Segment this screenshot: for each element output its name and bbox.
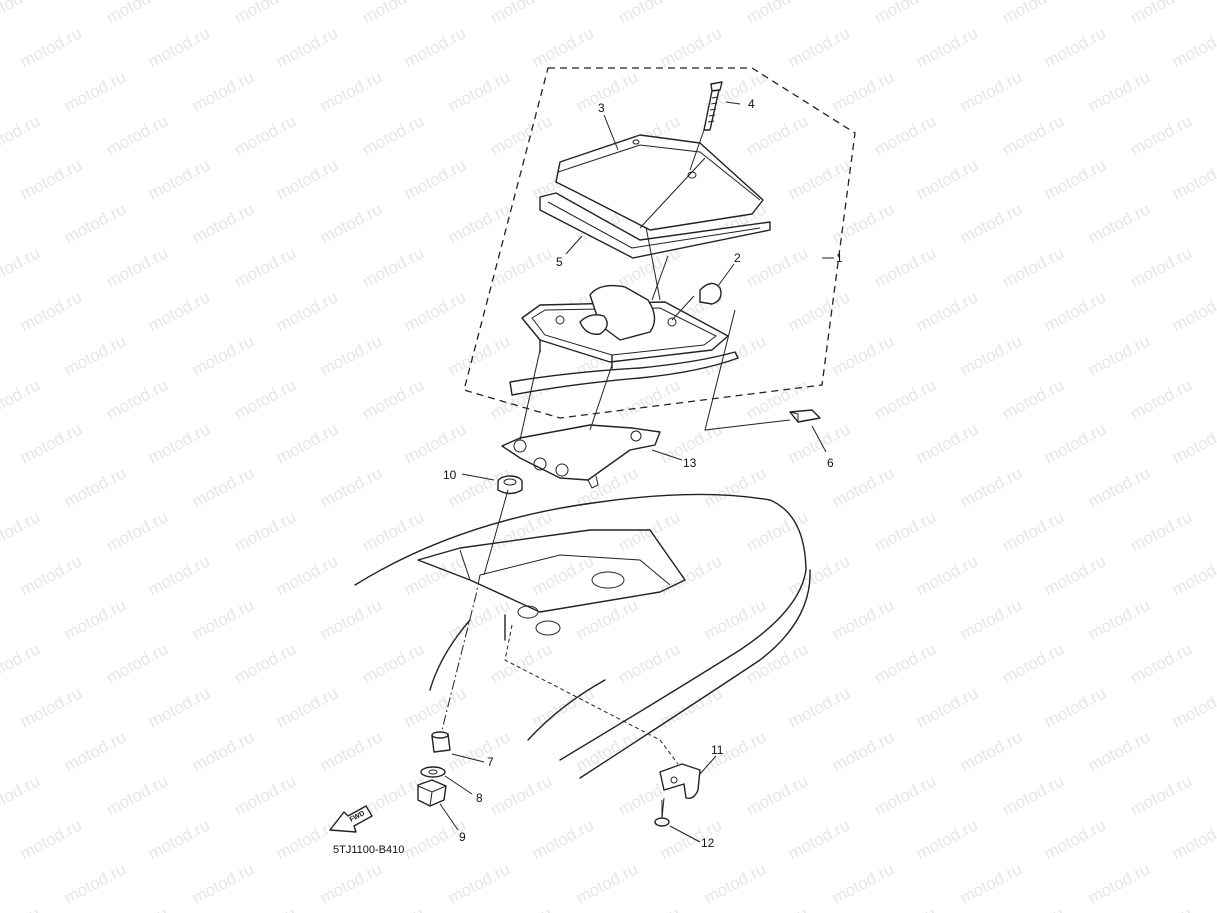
callout-6: 6 (827, 456, 834, 470)
lamp-housing (509, 284, 739, 396)
callout-7: 7 (487, 755, 494, 769)
callout-13: 13 (683, 456, 697, 470)
washer (420, 766, 446, 778)
grommet (497, 475, 523, 495)
nut (417, 779, 447, 807)
callout-9: 9 (459, 830, 466, 844)
connector (789, 409, 821, 423)
rear-fender (354, 493, 811, 779)
callout-8: 8 (476, 791, 483, 805)
gasket (539, 192, 771, 259)
assembly-boundary (463, 67, 856, 419)
clip (659, 763, 701, 800)
leader-lines (439, 101, 834, 843)
screw (703, 81, 723, 131)
callout-12: 12 (701, 836, 715, 850)
assembly-lines (441, 129, 791, 819)
callout-3: 3 (598, 101, 605, 115)
callout-4: 4 (748, 97, 755, 111)
callout-11: 11 (711, 743, 724, 757)
fwd-arrow-icon: FWD (329, 805, 373, 833)
lens-cover (555, 134, 764, 231)
callout-1: 1 (836, 251, 843, 265)
callout-2: 2 (734, 251, 741, 265)
bulb (699, 282, 722, 305)
spacer (431, 731, 451, 753)
callout-5: 5 (556, 255, 563, 269)
bracket (501, 424, 661, 489)
callout-10: 10 (443, 468, 457, 482)
diagram-ref-code: 5TJ1100-B410 (333, 844, 404, 856)
callout-labels: 1 2 3 4 5 6 7 8 9 10 11 12 13 (443, 97, 843, 850)
